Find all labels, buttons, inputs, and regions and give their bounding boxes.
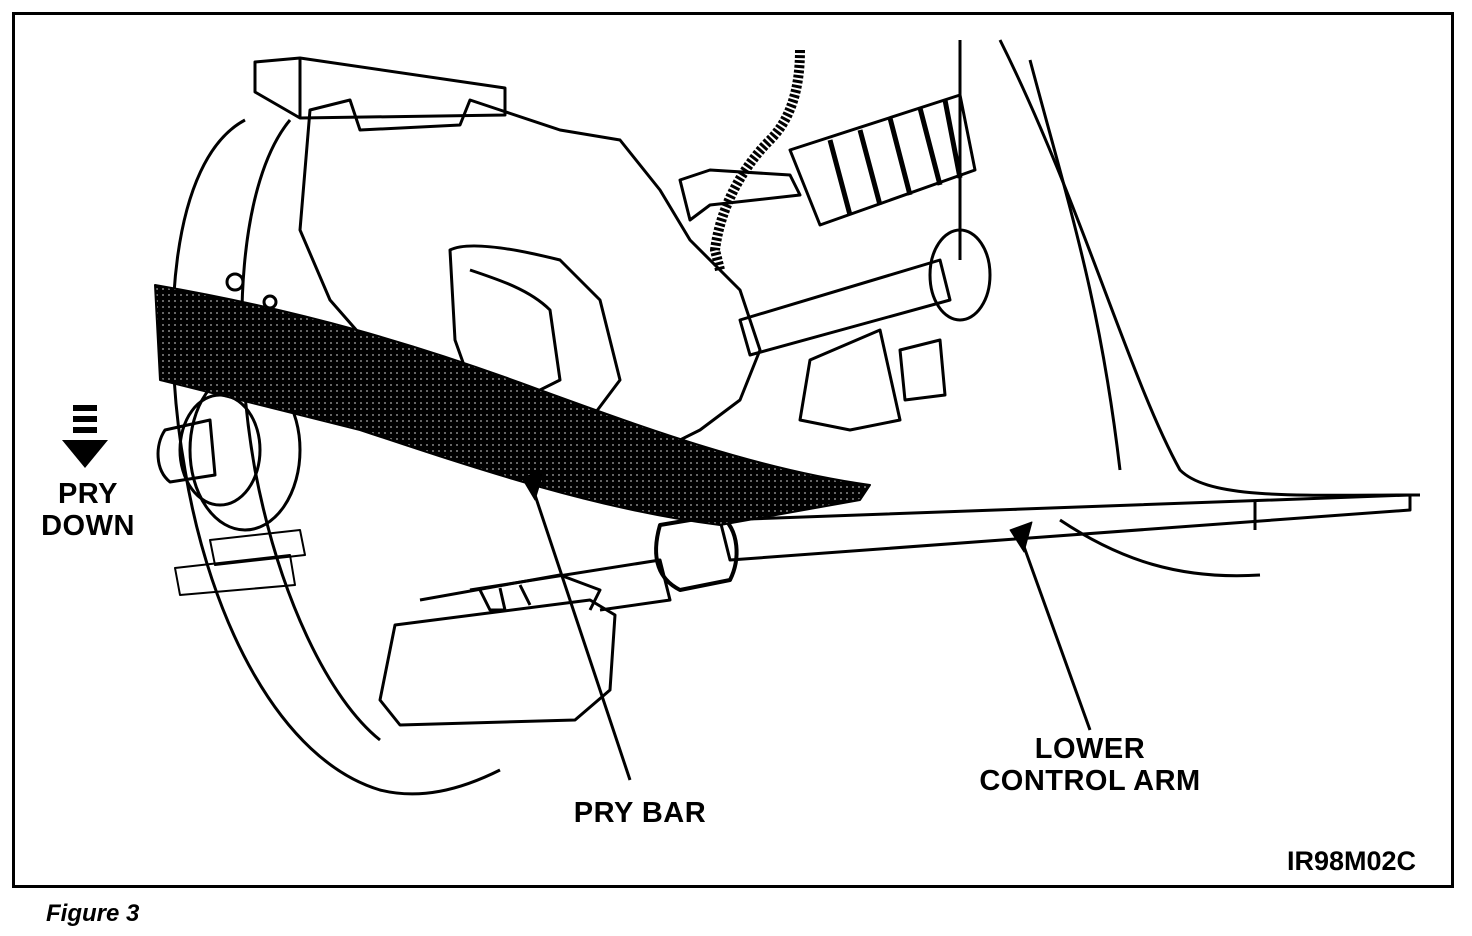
caliper-slot-inner [469, 268, 562, 402]
figure-id-code: IR98M02C [1286, 846, 1416, 876]
tie-rod-end [928, 228, 992, 322]
ball-joint-stud [898, 338, 947, 402]
pry-bar-leader [528, 479, 632, 781]
lower-control-arm-bushing [654, 513, 739, 592]
upper-pad-tab-edge [253, 58, 302, 118]
pry-down-label: PRY DOWN [28, 478, 148, 542]
pry-down-label-line1: PRY [57, 478, 119, 510]
figure-caption: Figure 3 [46, 900, 140, 927]
lower-control-arm-label: LOWER CONTROL ARM [950, 733, 1230, 797]
brake-hose [710, 49, 805, 272]
lower-control-arm [718, 493, 1412, 562]
lower-pad-clip [478, 584, 532, 612]
brake-rotor-inner [240, 119, 381, 742]
frame-rail-outline [958, 40, 1122, 471]
spindle-nut [156, 418, 217, 484]
lower-control-arm-label-line1: LOWER [1034, 733, 1146, 765]
dashed-down-arrow-icon [62, 405, 108, 468]
lower-pad [378, 598, 617, 727]
lower-arm-link [469, 558, 672, 612]
pry-bar [154, 284, 871, 526]
hub-bolt-hole [225, 272, 245, 292]
brake-line-fitting [678, 168, 802, 222]
brake-rotor-outline [171, 118, 501, 796]
wheel-stud-1 [174, 554, 296, 596]
lower-arm-leader [1016, 529, 1092, 731]
pry-bar-label: PRY BAR [573, 797, 707, 829]
hub-center [178, 393, 262, 507]
lower-arm-arrowhead [1009, 521, 1033, 553]
steering-boot-ribs [827, 99, 963, 216]
pry-bar-arrowhead [521, 469, 545, 501]
lower-control-arm-label-line2: CONTROL ARM [979, 765, 1201, 797]
steering-boot [788, 93, 977, 227]
wheel-stud-2 [209, 529, 306, 566]
knuckle-arm [798, 328, 902, 432]
tie-rod [738, 258, 952, 357]
body-panel-outline [998, 39, 1421, 497]
pry-down-label-line2: DOWN [41, 510, 135, 542]
